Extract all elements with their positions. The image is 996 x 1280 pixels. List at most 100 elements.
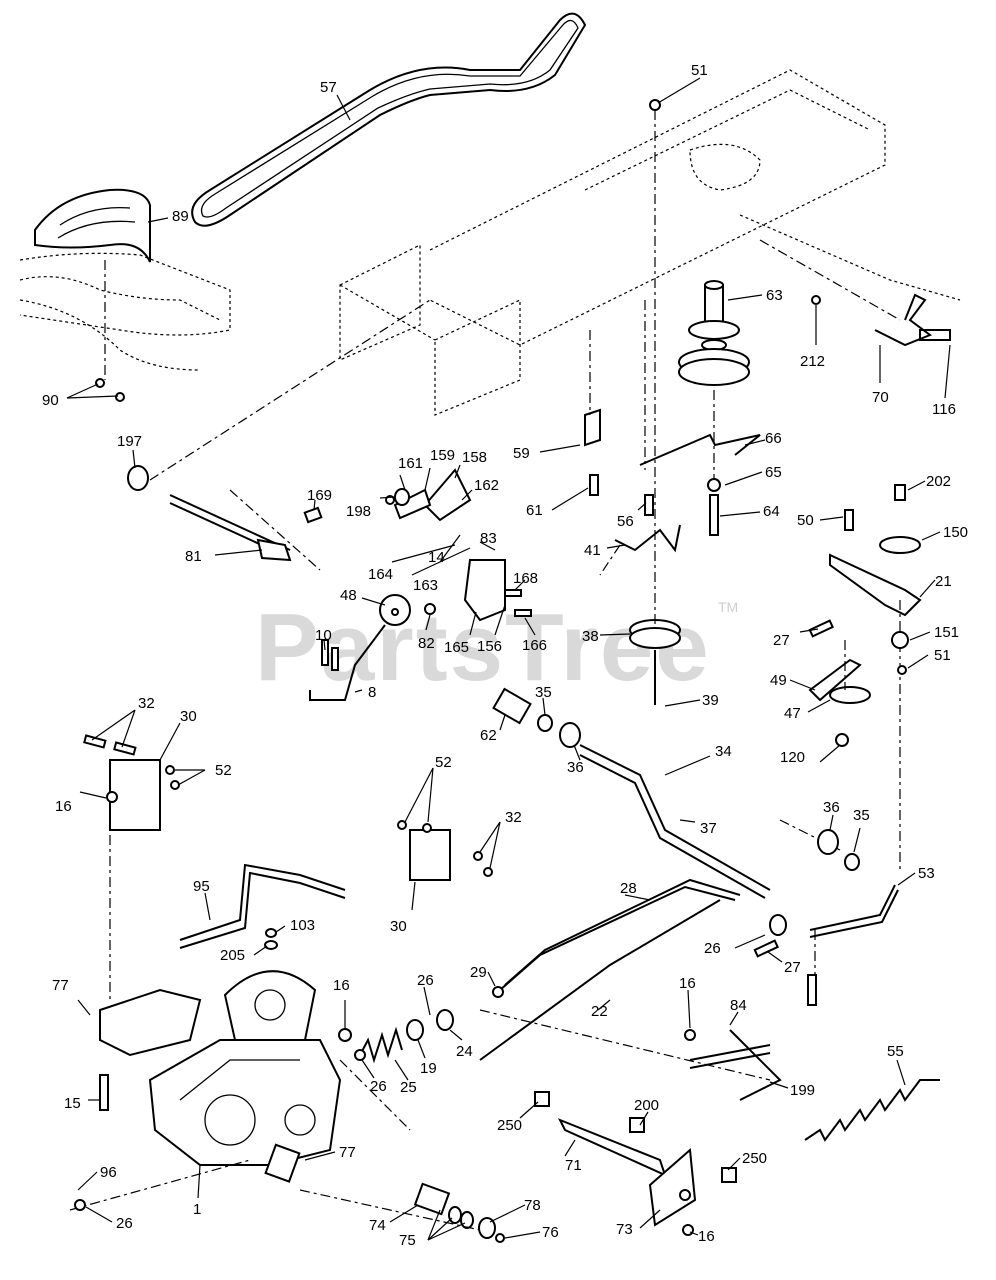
- callout-16: 16: [55, 798, 72, 815]
- callout-165: 165: [444, 639, 469, 656]
- callout-158: 158: [462, 449, 487, 466]
- drive-belt: [191, 12, 587, 227]
- shaft-81: [127, 465, 292, 562]
- callout-200: 200: [634, 1097, 659, 1114]
- callout-159: 159: [430, 447, 455, 464]
- callout-50: 50: [797, 512, 814, 529]
- callout-103: 103: [290, 917, 315, 934]
- callout-169: 169: [307, 487, 332, 504]
- callout-166: 166: [522, 637, 547, 654]
- callout-16c: 16: [679, 975, 696, 992]
- callout-78: 78: [524, 1197, 541, 1214]
- callout-35b: 35: [853, 807, 870, 824]
- callout-27: 27: [773, 632, 790, 649]
- watermark-trademark: TM: [718, 599, 738, 615]
- spring-55: [804, 1079, 940, 1142]
- guide-lines: [69, 110, 901, 1231]
- callout-25: 25: [400, 1079, 417, 1096]
- spacer-stack: [413, 1182, 496, 1239]
- callout-55: 55: [887, 1043, 904, 1060]
- callout-96: 96: [100, 1164, 117, 1181]
- pedal-pad: [34, 188, 151, 263]
- idler-assembly: [808, 536, 922, 704]
- callout-36: 36: [567, 759, 584, 776]
- callout-90: 90: [42, 392, 59, 409]
- callout-198: 198: [346, 503, 371, 520]
- callout-162: 162: [474, 477, 499, 494]
- callout-16d: 16: [698, 1228, 715, 1245]
- callout-202: 202: [926, 473, 951, 490]
- callout-15: 15: [64, 1095, 81, 1112]
- callout-19: 19: [420, 1060, 437, 1077]
- callout-75: 75: [399, 1232, 416, 1249]
- callout-212: 212: [800, 353, 825, 370]
- callout-73: 73: [616, 1221, 633, 1238]
- callout-77: 77: [52, 977, 69, 994]
- callout-61: 61: [526, 502, 543, 519]
- callout-64: 64: [763, 503, 780, 520]
- callout-163: 163: [413, 577, 438, 594]
- callout-84: 84: [730, 997, 747, 1014]
- rod-95: [179, 863, 346, 949]
- pulley-38: [629, 619, 681, 705]
- callout-30: 30: [180, 708, 197, 725]
- transaxle: [99, 970, 342, 1183]
- callout-81: 81: [185, 548, 202, 565]
- leader-lines: [66, 77, 951, 1241]
- callout-labels: 57 51 89 63 212 70 116 90 197 59 66 65 6…: [42, 62, 968, 1249]
- callout-35: 35: [535, 684, 552, 701]
- rod-assembly: [584, 408, 761, 553]
- callout-62: 62: [480, 727, 497, 744]
- callout-39: 39: [702, 692, 719, 709]
- callout-10: 10: [315, 627, 332, 644]
- pulley-assembly: [678, 280, 750, 386]
- callout-14: 14: [428, 549, 445, 566]
- callout-51b: 51: [934, 647, 951, 664]
- callout-41: 41: [584, 542, 601, 559]
- callout-38: 38: [582, 628, 599, 645]
- callout-66: 66: [765, 430, 782, 447]
- control-rod-34: [492, 687, 771, 899]
- callout-27b: 27: [784, 959, 801, 976]
- callout-63: 63: [766, 287, 783, 304]
- callout-205: 205: [220, 947, 245, 964]
- callout-168: 168: [513, 570, 538, 587]
- callout-74: 74: [369, 1217, 386, 1234]
- callout-21: 48: [340, 587, 357, 604]
- callout-28: 28: [620, 880, 637, 897]
- callout-56: 56: [617, 513, 634, 530]
- callout-8: 8: [368, 684, 376, 701]
- callout-51: 51: [691, 62, 708, 79]
- callout-36b: 36: [823, 799, 840, 816]
- callout-52b: 52: [435, 754, 452, 771]
- callout-89: 89: [172, 208, 189, 225]
- callout-71: 71: [565, 1157, 582, 1174]
- fasteners: [74, 99, 951, 1243]
- callout-59: 59: [513, 445, 530, 462]
- callout-26d: 26: [116, 1215, 133, 1232]
- callout-151: 151: [934, 624, 959, 641]
- callout-30b: 30: [390, 918, 407, 935]
- callout-26b: 26: [417, 972, 434, 989]
- callout-1: 1: [193, 1201, 201, 1218]
- frame-chassis: [19, 69, 961, 416]
- callout-82: 82: [418, 635, 435, 652]
- callout-199: 199: [790, 1082, 815, 1099]
- rod-53: [809, 884, 899, 938]
- callout-70: 70: [872, 389, 889, 406]
- callout-76: 76: [542, 1224, 559, 1241]
- callout-48: 21: [935, 573, 952, 590]
- callout-250: 250: [497, 1117, 522, 1134]
- pivot-shaft: [689, 1029, 782, 1101]
- callout-16b: 16: [333, 977, 350, 994]
- callout-161: 161: [398, 455, 423, 472]
- bracket-30: [109, 759, 451, 881]
- callout-24: 24: [456, 1043, 473, 1060]
- brake-bar: [557, 1118, 697, 1227]
- linkage-rods: [479, 878, 741, 1061]
- callout-32: 32: [138, 695, 155, 712]
- callout-156: 156: [477, 638, 502, 655]
- callout-95: 95: [193, 878, 210, 895]
- callout-34: 34: [715, 743, 732, 760]
